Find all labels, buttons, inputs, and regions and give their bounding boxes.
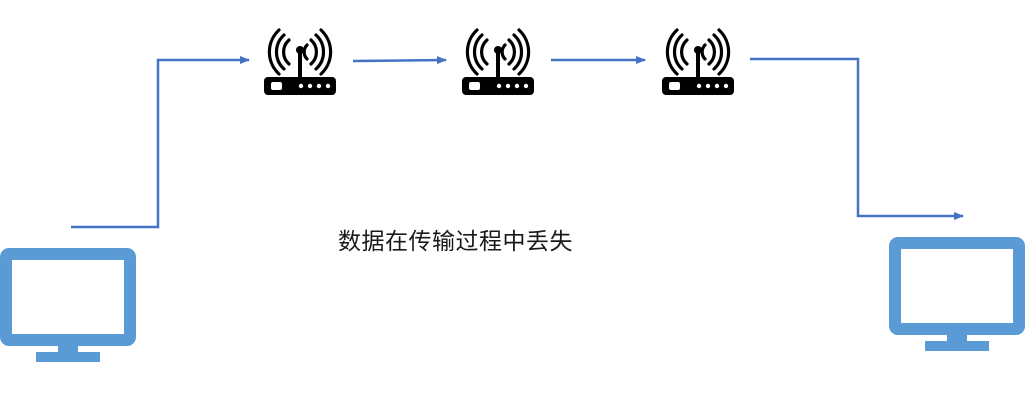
router-1 <box>263 28 337 97</box>
monitor-icon <box>895 243 1019 351</box>
arrow-router-1-to-router-2 <box>352 56 447 65</box>
wifi-router-icon <box>263 28 337 97</box>
router-3 <box>661 28 735 97</box>
wifi-router-icon <box>461 28 535 97</box>
wifi-router-icon <box>661 28 735 97</box>
router-2 <box>461 28 535 97</box>
monitor-icon <box>6 254 130 362</box>
computer-sender <box>6 254 130 362</box>
data-loss-caption: 数据在传输过程中丢失 <box>338 229 573 255</box>
computer-receiver <box>895 243 1019 351</box>
arrow-sender-to-router-1 <box>71 56 250 229</box>
arrow-router-3-to-receiver <box>750 57 964 220</box>
